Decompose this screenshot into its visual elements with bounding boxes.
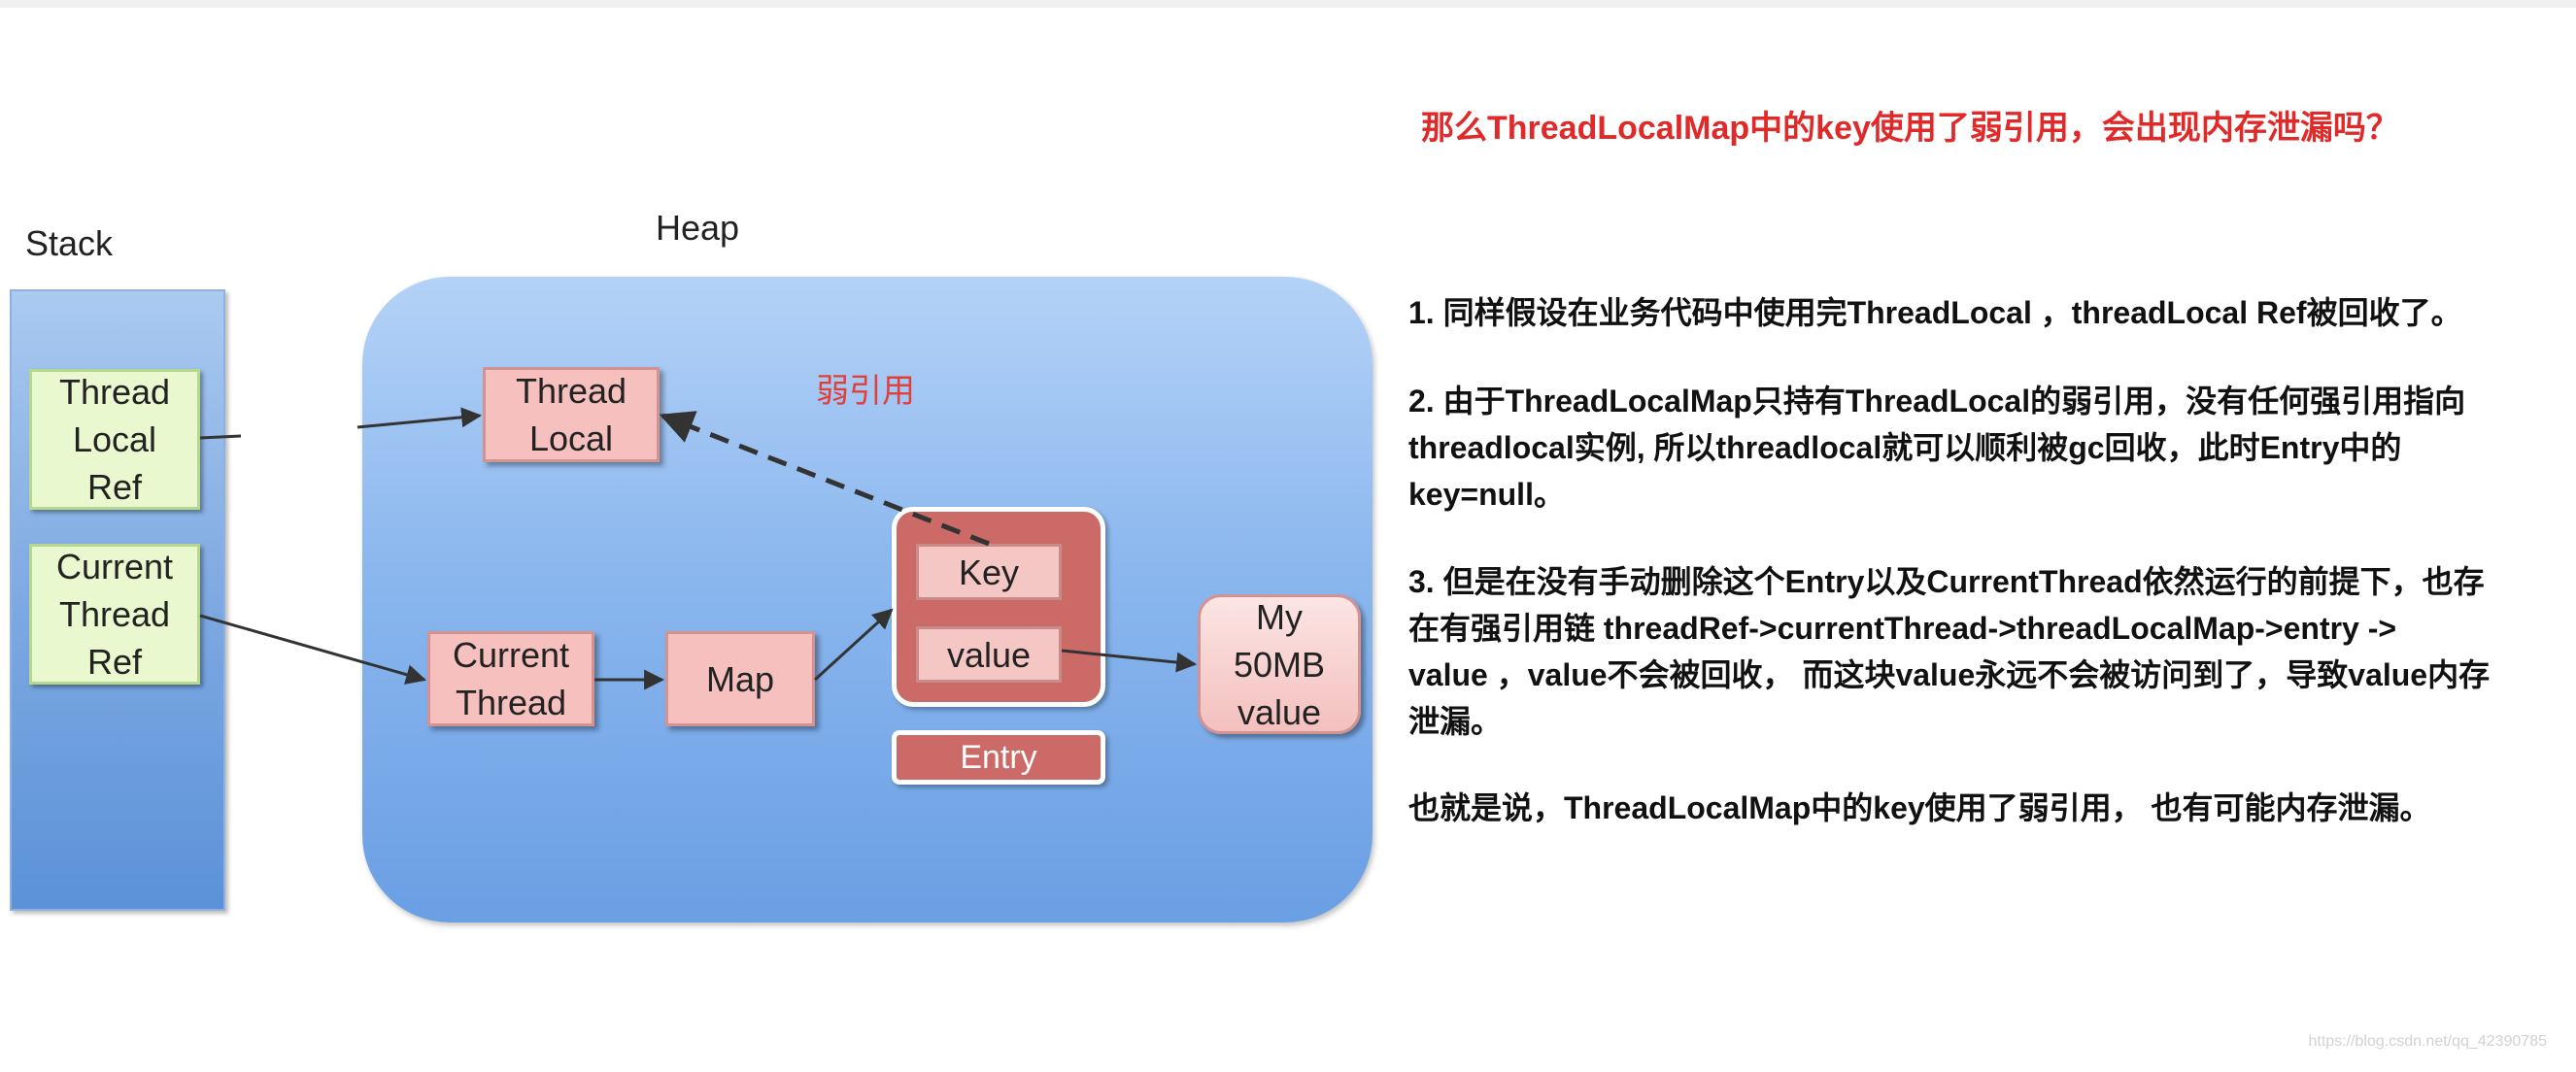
weak-reference-label: 弱引用 (816, 373, 915, 410)
threadlocal-box: Thread Local (483, 367, 660, 462)
arrow-stack-to-current-thread (199, 614, 427, 685)
question-heading: 那么ThreadLocalMap中的key使用了弱引用，会出现内存泄漏吗？ (1421, 110, 2399, 147)
value-label: value (946, 634, 1032, 675)
my-value-line-3: value (1237, 691, 1322, 732)
current-thread-line-1: Current (452, 635, 570, 675)
heap-label: Heap (656, 208, 740, 248)
threadlocal-ref-line-1: Thread (58, 372, 171, 412)
value-box: value (916, 626, 1062, 683)
current-thread-ref-line-1: Current (55, 547, 174, 586)
paragraph-4: 也就是说，ThreadLocalMap中的key使用了弱引用， 也有可能内存泄漏… (1408, 790, 2431, 825)
paragraph-2: 2. 由于ThreadLocalMap只持有ThreadLocal的弱引用，没有… (1408, 384, 2466, 512)
threadlocal-line-2: Local (528, 419, 614, 458)
paragraph-3: 3. 但是在没有手动删除这个Entry以及CurrentThread依然运行的前… (1408, 564, 2491, 739)
my-value-line-2: 50MB (1233, 644, 1326, 685)
arrow-stack-to-threadlocal-a (199, 434, 242, 440)
current-thread-ref-box: Current Thread Ref (29, 544, 200, 685)
threadlocal-ref-line-2: Local (72, 419, 157, 459)
map-box: Map (665, 631, 815, 726)
current-thread-ref-line-2: Thread (58, 594, 171, 634)
key-box: Key (916, 544, 1062, 600)
watermark: https://blog.csdn.net/qq_42390785 (2308, 1033, 2547, 1050)
top-bar (0, 0, 2576, 8)
arrow-value-to-my-value (1061, 649, 1198, 673)
current-thread-box: Current Thread (427, 631, 594, 726)
arrow-stack-to-threadlocal-b (356, 407, 483, 429)
threadlocal-ref-line-3: Ref (86, 467, 143, 507)
arrow-map-to-entry (813, 608, 894, 682)
current-thread-line-2: Thread (455, 683, 567, 722)
entry-label: Entry (960, 738, 1037, 776)
stack-label: Stack (25, 223, 114, 263)
threadlocal-ref-box: Thread Local Ref (29, 369, 200, 510)
threadlocal-line-1: Thread (515, 371, 627, 411)
key-label: Key (958, 552, 1020, 592)
paragraph-1: 1. 同样假设在业务代码中使用完ThreadLocal ，threadLocal… (1408, 295, 2462, 330)
my-value-line-1: My (1256, 596, 1303, 637)
current-thread-ref-line-3: Ref (86, 642, 143, 682)
map-label: Map (705, 658, 775, 699)
entry-label-box: Entry (892, 730, 1105, 785)
my-50mb-value-box: My 50MB value (1198, 594, 1361, 734)
weak-ref-dashed-arrow (659, 411, 990, 547)
